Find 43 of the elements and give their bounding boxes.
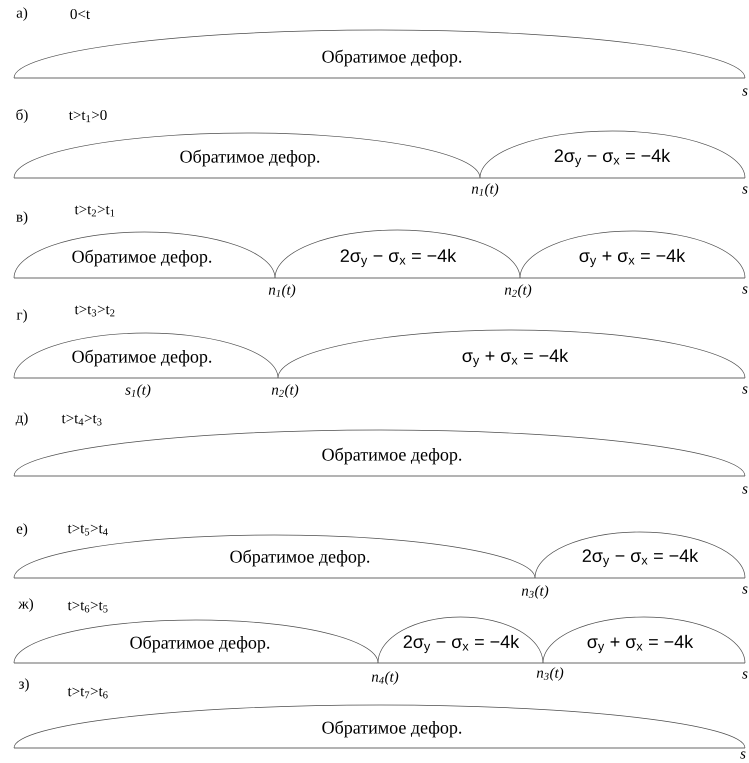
time-condition: t>t$_{3}$>t$_{2}$ xyxy=(74,306,114,316)
time-condition: t>t$_{6}$>t$_{5}$ xyxy=(68,602,108,612)
point-label: s xyxy=(742,186,748,194)
point-label: s xyxy=(742,586,748,594)
point-label: s$_{1}$(t) xyxy=(125,384,150,398)
dome-region: 2σ$_{y}$ − σ$_{x}$ = −4k xyxy=(534,532,746,578)
time-condition: t>t$_{5}$>t$_{4}$ xyxy=(68,524,108,536)
panel-letter: ж) xyxy=(18,598,34,612)
dome-region: Обратимое дефор. xyxy=(14,30,746,78)
dome-region: Обратимое дефор. xyxy=(14,132,480,178)
dome-region: Обратимое дефор. xyxy=(14,332,278,378)
panel-letter: в) xyxy=(16,211,28,225)
time-condition: t>t$_{1}$>0 xyxy=(68,110,107,122)
dome-region: σ$_{y}$ + σ$_{x}$ = −4k xyxy=(520,230,746,278)
time-condition: t>t$_{4}$>t$_{3}$ xyxy=(62,414,102,426)
panel-letter: д) xyxy=(16,412,28,426)
point-label: s xyxy=(742,671,748,679)
point-label: n$_{4}$(t) xyxy=(372,671,398,685)
panel-letter: е) xyxy=(16,523,28,537)
point-label: n$_{3}$(t) xyxy=(522,585,548,599)
point-label: n$_{2}$(t) xyxy=(504,284,532,298)
dome-region: 2σ$_{y}$ − σ$_{x}$ = −4k xyxy=(480,130,746,178)
dome-region: σ$_{y}$ + σ$_{x}$ = −4k xyxy=(542,616,746,664)
panel-letter: б) xyxy=(16,109,28,123)
dome-region: σ$_{y}$ + σ$_{x}$ = −4k xyxy=(278,330,746,378)
point-label: s xyxy=(742,386,748,394)
point-label: n$_{1}$(t) xyxy=(472,183,498,197)
dome-region: Обратимое дефор. xyxy=(14,232,276,278)
point-label: s xyxy=(742,88,748,96)
dome-region: 2σ$_{y}$ − σ$_{x}$ = −4k xyxy=(274,230,520,278)
point-label: s xyxy=(742,486,748,494)
panel-letter: з) xyxy=(18,678,29,692)
point-label: n$_{2}$(t) xyxy=(272,384,298,398)
time-condition: t>t$_{7}$>t$_{6}$ xyxy=(68,688,108,698)
dome-region: 2σ$_{y}$ − σ$_{x}$ = −4k xyxy=(378,616,544,664)
dome-region: Обратимое дефор. xyxy=(14,704,746,748)
dome-region: Обратимое дефор. xyxy=(14,430,746,476)
dome-region: Обратимое дефор. xyxy=(14,620,378,664)
time-condition: t>t$_{2}$>t$_{1}$ xyxy=(74,206,114,216)
panel-letter: г) xyxy=(16,309,27,323)
point-label: n$_{1}$(t) xyxy=(268,284,296,298)
point-label: s xyxy=(742,286,748,294)
point-label: n$_{3}$(t) xyxy=(536,667,564,681)
